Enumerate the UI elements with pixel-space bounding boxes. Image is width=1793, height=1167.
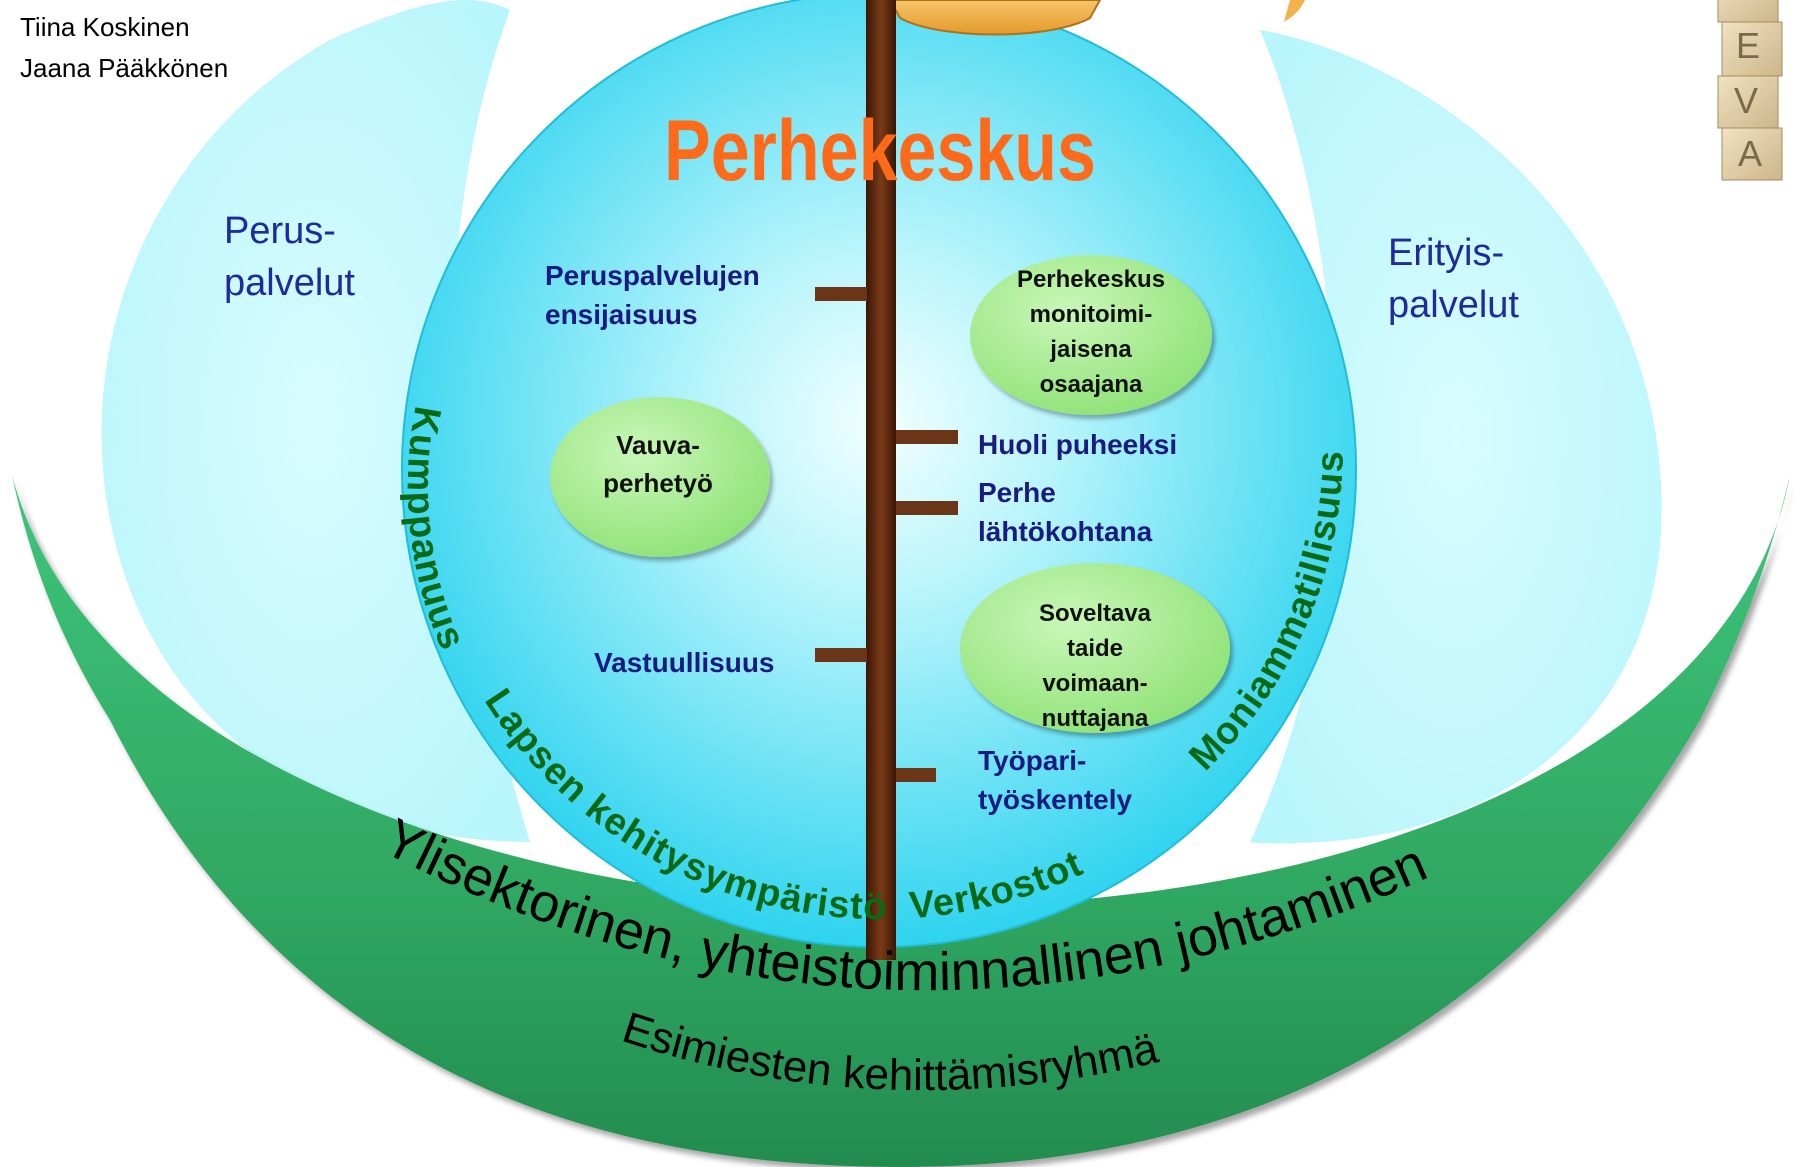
- leadership-bowl: [12, 475, 1790, 1167]
- ellipse-applied-art: [960, 563, 1230, 733]
- ellipse-multiservice: [970, 255, 1212, 415]
- author-name: Jaana Pääkkönen: [20, 53, 228, 83]
- logo-letter: V: [1734, 80, 1758, 121]
- author-name: Tiina Koskinen: [20, 12, 190, 42]
- branch-label: Perhe: [978, 477, 1056, 508]
- branch: [896, 430, 958, 444]
- branch: [896, 768, 936, 782]
- branch-label: Peruspalvelujen: [545, 260, 760, 291]
- branch: [815, 287, 867, 301]
- ellipse-text: Soveltava: [1039, 600, 1152, 627]
- branch: [896, 501, 958, 515]
- branch-label: Huoli puheeksi: [978, 429, 1177, 460]
- branch-label: Vastuullisuus: [594, 647, 775, 678]
- ellipse-text: Vauva-: [616, 430, 700, 460]
- ellipse-text: nuttajana: [1042, 705, 1149, 732]
- branch: [815, 648, 867, 662]
- ellipse-text: Perhekeskus: [1017, 266, 1165, 293]
- pot-edge-decoration: [1284, 0, 1305, 22]
- special-services-label: Erityis-: [1388, 232, 1504, 274]
- basic-services-label: palvelut: [224, 262, 355, 304]
- ellipse-baby-family: [550, 397, 770, 557]
- tree-trunk: [866, 0, 896, 960]
- pot-decoration: [888, 0, 1102, 36]
- eva-logo: E V A: [1717, 0, 1783, 181]
- ellipse-text: monitoimi-: [1030, 301, 1153, 328]
- logo-letter: E: [1736, 25, 1760, 66]
- ellipse-text: osaajana: [1040, 371, 1143, 398]
- special-services-label: palvelut: [1388, 284, 1519, 326]
- ellipse-text: jaisena: [1049, 336, 1132, 363]
- branch-label: työskentely: [978, 784, 1132, 815]
- branch-label: Työpari-: [978, 745, 1086, 776]
- special-services-lobe: [1250, 30, 1662, 844]
- branch-label: lähtökohtana: [978, 516, 1153, 547]
- page-title: Perhekeskus: [664, 103, 1096, 199]
- ellipse-text: perhetyö: [603, 468, 713, 498]
- basic-services-lobe: [101, 0, 531, 842]
- basic-services-label: Perus-: [224, 210, 336, 252]
- logo-letter: A: [1738, 133, 1762, 174]
- ellipse-text: voimaan-: [1042, 670, 1147, 697]
- ellipse-text: taide: [1067, 635, 1123, 662]
- branch-label: ensijaisuus: [545, 299, 698, 330]
